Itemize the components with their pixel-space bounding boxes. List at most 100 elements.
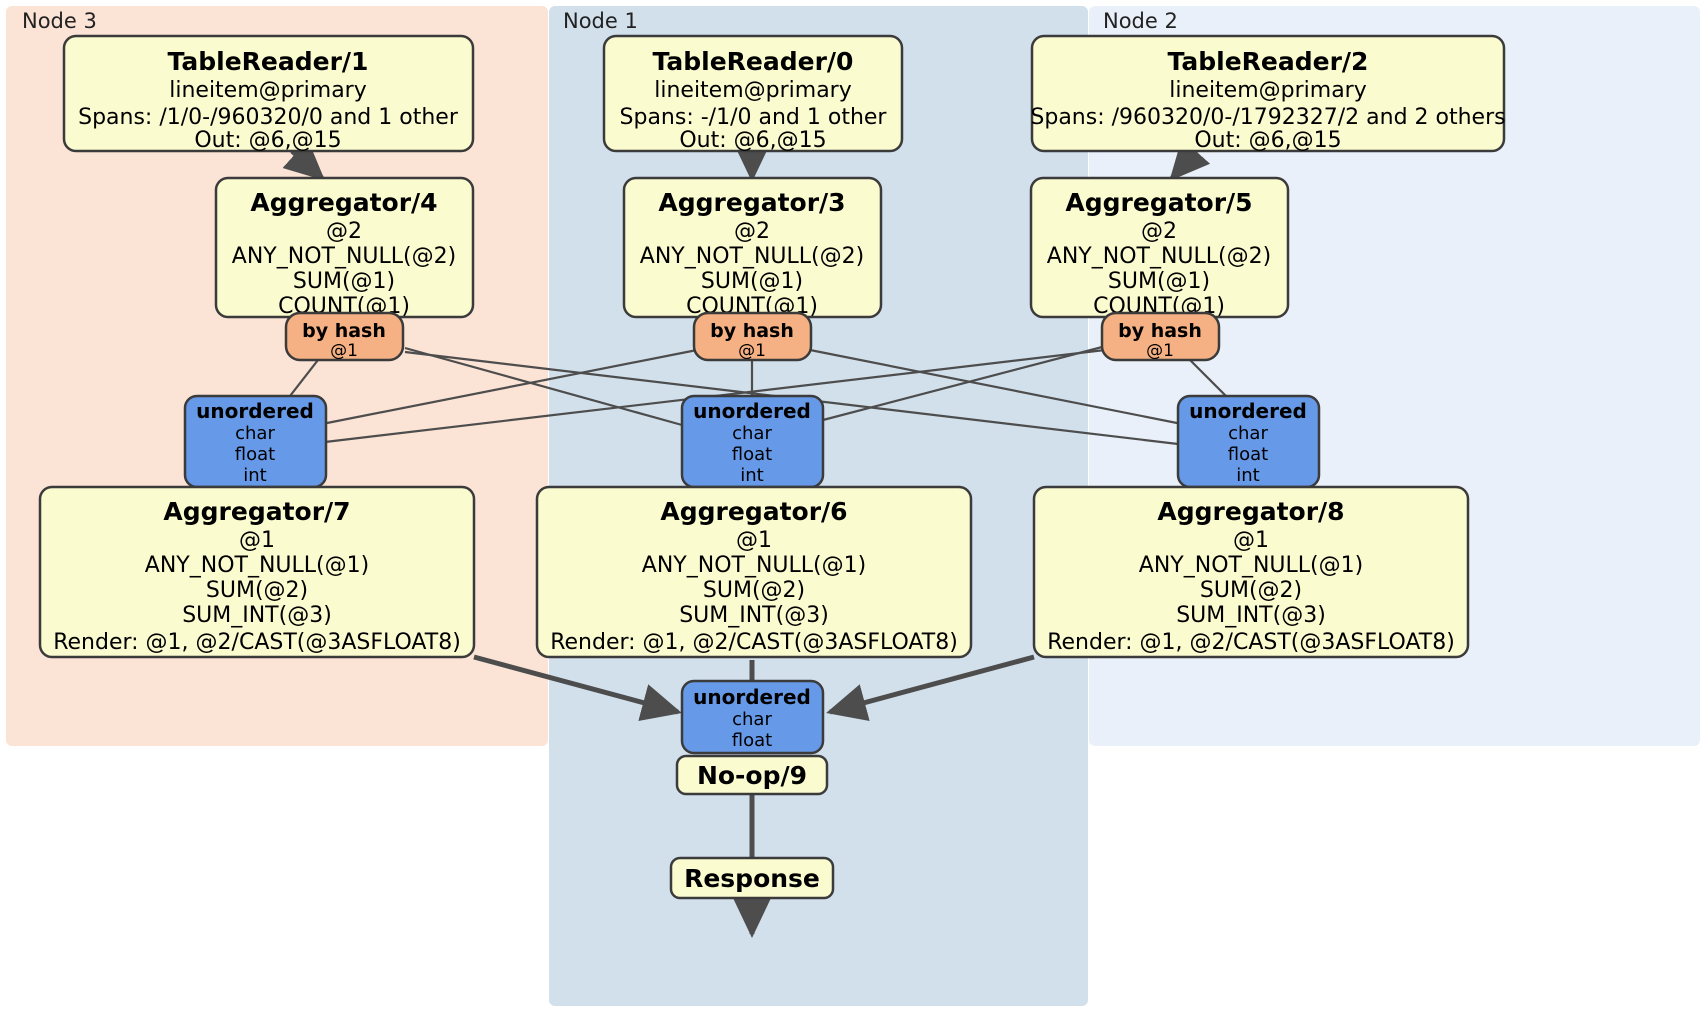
stream-unordered-final-body[interactable] [680,679,825,755]
processor-aggregator-8-title: Aggregator/8 [1157,497,1344,526]
router-by-hash-right-title: by hash [1118,320,1202,342]
processor-tablereader-2-line-0: lineitem@primary [1169,78,1367,103]
processor-aggregator-8-line-4: Render: @1, @2/CAST(@3ASFLOAT8) [1047,630,1455,655]
processor-tablereader-2-body[interactable] [1030,34,1506,153]
router-by-hash-right-line-0: @1 [1146,341,1174,361]
processor-aggregator-4[interactable]: Aggregator/4 @2 ANY_NOT_NULL(@2) SUM(@1)… [214,176,475,319]
stream-unordered-right-line-2: int [1236,465,1259,486]
processor-aggregator-6-line-0: @1 [736,528,772,553]
cluster-label-node1: Node 1 [563,9,638,33]
processor-tablereader-1-line-0: lineitem@primary [169,78,367,103]
processor-aggregator-4-line-2: SUM(@1) [293,269,395,294]
edge-hash-right-to-unordered-right [1189,359,1227,397]
stream-unordered-center-title: unordered [693,399,811,423]
router-by-hash-center[interactable]: by hash @1 [692,311,813,362]
processor-aggregator-6-title: Aggregator/6 [660,497,847,526]
edge-hash-left-to-unordered-left [289,359,319,397]
edge-hash-center-to-unordered-right [809,348,1183,426]
edge-tablereader1-to-aggregator4 [282,139,325,181]
processor-tablereader-2-line-2: Out: @6,@15 [1194,128,1341,153]
stream-unordered-center-line-1: float [732,444,772,465]
processor-tablereader-0-body[interactable] [602,34,904,153]
processor-aggregator-3[interactable]: Aggregator/3 @2 ANY_NOT_NULL(@2) SUM(@1)… [622,176,883,319]
processor-aggregator-7-line-2: SUM(@2) [206,578,308,603]
processor-tablereader-0-line-2: Out: @6,@15 [679,128,826,153]
processor-aggregator-5-line-0: @2 [1141,219,1177,244]
processor-aggregator-6-line-1: ANY_NOT_NULL(@1) [642,553,866,578]
processor-tablereader-0-line-0: lineitem@primary [654,78,852,103]
processor-aggregator-5-line-1: ANY_NOT_NULL(@2) [1047,244,1271,269]
processor-aggregator-3-line-1: ANY_NOT_NULL(@2) [640,244,864,269]
processor-aggregator-8-line-3: SUM_INT(@3) [1176,603,1326,628]
router-by-hash-right[interactable]: by hash @1 [1100,311,1221,362]
processor-aggregator-6-line-3: SUM_INT(@3) [679,603,829,628]
processor-tablereader-1-body[interactable] [62,34,475,153]
processor-aggregator-7-line-4: Render: @1, @2/CAST(@3ASFLOAT8) [53,630,461,655]
cluster-label-node3: Node 3 [22,9,97,33]
processor-noop-9[interactable]: No-op/9 [675,754,829,796]
processor-aggregator-7-line-0: @1 [239,528,275,553]
edge-hash-right-to-unordered-center [822,344,1107,422]
processor-tablereader-1[interactable]: TableReader/1 lineitem@primary Spans: /1… [62,34,475,153]
processor-tablereader-2-title: TableReader/2 [1168,47,1369,76]
stream-unordered-final-line-0: char [732,709,772,730]
edge-hash-center-to-unordered-left [321,348,698,426]
stream-unordered-final-title: unordered [693,685,811,709]
processor-tablereader-2-line-1: Spans: /960320/0-/1792327/2 and 2 others [1030,105,1505,130]
processor-tablereader-0-line-1: Spans: -/1/0 and 1 other [620,105,888,130]
router-by-hash-left-title: by hash [302,320,386,342]
processor-aggregator-7-line-3: SUM_INT(@3) [182,603,332,628]
processor-response-body[interactable] [669,856,835,900]
stream-unordered-left[interactable]: unordered char float int [183,394,328,489]
processor-aggregator-4-title: Aggregator/4 [250,188,437,217]
processor-noop-9-title: No-op/9 [697,761,807,790]
processor-aggregator-5[interactable]: Aggregator/5 @2 ANY_NOT_NULL(@2) SUM(@1)… [1029,176,1290,319]
processor-aggregator-7-body[interactable] [38,485,476,659]
stream-unordered-right-line-1: float [1228,444,1268,465]
stream-unordered-right-title: unordered [1189,399,1307,423]
router-by-hash-left[interactable]: by hash @1 [284,311,405,362]
processor-aggregator-8-body[interactable] [1032,485,1470,659]
stream-unordered-center[interactable]: unordered char float int [680,394,825,489]
stream-unordered-final[interactable]: unordered char float [680,679,825,755]
processor-aggregator-6-body[interactable] [535,485,973,659]
processor-aggregator-4-line-1: ANY_NOT_NULL(@2) [232,244,456,269]
edge-aggregator7-to-unordered-final [473,654,682,721]
stream-unordered-final-line-1: float [732,730,772,751]
stream-unordered-left-line-0: char [235,423,275,444]
processor-aggregator-7-line-1: ANY_NOT_NULL(@1) [145,553,369,578]
processor-tablereader-0[interactable]: TableReader/0 lineitem@primary Spans: -/… [602,34,904,153]
router-by-hash-center-title: by hash [710,320,794,342]
processor-aggregator-6-line-2: SUM(@2) [703,578,805,603]
processor-response-title: Response [684,864,820,893]
router-by-hash-center-line-0: @1 [738,341,766,361]
processor-aggregator-8-line-1: ANY_NOT_NULL(@1) [1139,553,1363,578]
stream-unordered-right[interactable]: unordered char float int [1176,394,1321,489]
processor-aggregator-3-line-0: @2 [734,219,770,244]
processor-aggregator-8-line-0: @1 [1233,528,1269,553]
router-by-hash-left-line-0: @1 [330,341,358,361]
processor-tablereader-1-title: TableReader/1 [168,47,369,76]
stream-unordered-center-line-2: int [740,465,763,486]
processor-aggregator-4-line-0: @2 [326,219,362,244]
stream-unordered-left-line-1: float [235,444,275,465]
processor-tablereader-1-line-1: Spans: /1/0-/960320/0 and 1 other [78,105,459,130]
processor-aggregator-7[interactable]: Aggregator/7 @1 ANY_NOT_NULL(@1) SUM(@2)… [38,485,476,659]
processor-response[interactable]: Response [669,856,835,900]
cluster-label-node2: Node 2 [1103,9,1178,33]
processor-aggregator-8[interactable]: Aggregator/8 @1 ANY_NOT_NULL(@1) SUM(@2)… [1032,485,1470,659]
router-by-hash-right-body[interactable] [1100,311,1221,362]
processor-tablereader-2[interactable]: TableReader/2 lineitem@primary Spans: /9… [1030,34,1506,153]
router-by-hash-left-body[interactable] [284,311,405,362]
stream-unordered-left-line-2: int [243,465,266,486]
processor-noop-9-body[interactable] [675,754,829,796]
router-by-hash-center-body[interactable] [692,311,813,362]
processor-aggregator-8-line-2: SUM(@2) [1200,578,1302,603]
edge-tablereader2-to-aggregator2 [1169,138,1211,181]
stream-unordered-right-line-0: char [1228,423,1268,444]
processor-aggregator-6[interactable]: Aggregator/6 @1 ANY_NOT_NULL(@1) SUM(@2)… [535,485,973,659]
processor-aggregator-3-line-2: SUM(@1) [701,269,803,294]
stream-unordered-center-line-0: char [732,423,772,444]
